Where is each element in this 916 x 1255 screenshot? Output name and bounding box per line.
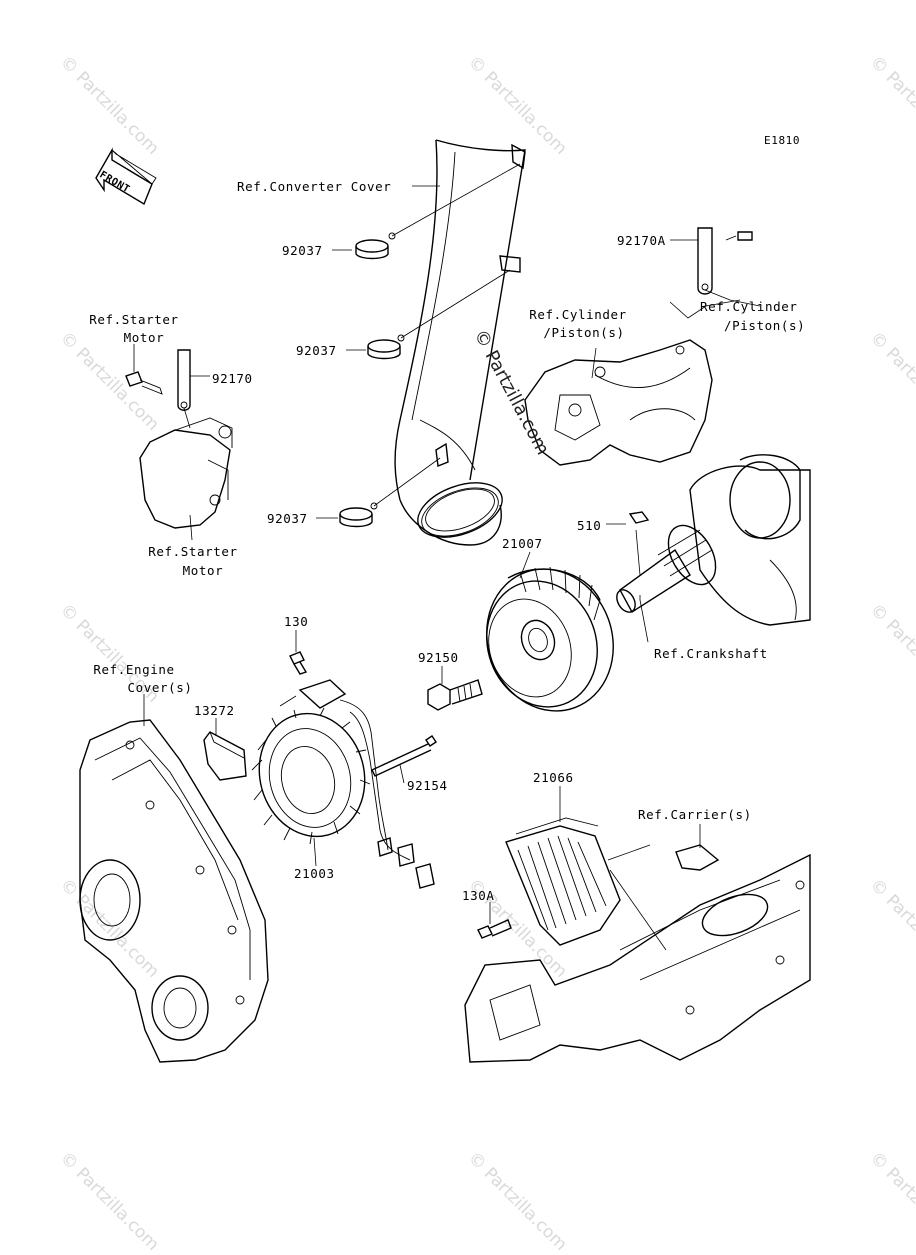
label-ref-cylinder-a-line2[interactable]: /Piston(s) (543, 325, 625, 340)
label-92037-c[interactable]: 92037 (267, 511, 308, 526)
converter-cover (394, 139, 526, 546)
regulator-21066 (505, 786, 621, 946)
label-ref-crankshaft[interactable]: Ref.Crankshaft (654, 646, 768, 661)
label-21003[interactable]: 21003 (294, 866, 335, 881)
bolt-92150 (427, 666, 483, 711)
rotor-21007 (486, 551, 614, 712)
leader-lines-top (316, 163, 521, 519)
bolt-130a (477, 902, 512, 939)
carrier-frame-ref (464, 824, 811, 1063)
label-21007[interactable]: 21007 (502, 536, 543, 551)
crankshaft-ref (606, 454, 811, 643)
label-92150[interactable]: 92150 (418, 650, 459, 665)
label-ref-starter-bot-line2[interactable]: Motor (182, 563, 224, 578)
starter-motor-ref (125, 344, 233, 541)
label-92037-a[interactable]: 92037 (282, 243, 323, 258)
label-ref-starter-top-line1[interactable]: Ref.Starter (89, 312, 179, 327)
diagram-drawing (79, 139, 811, 1063)
bolt-130 (289, 630, 308, 675)
stator-21003 (251, 679, 435, 889)
label-130a[interactable]: 130A (462, 888, 495, 903)
label-92170[interactable]: 92170 (212, 371, 253, 386)
diagram-code: E1810 (764, 134, 801, 147)
label-ref-carrier[interactable]: Ref.Carrier(s) (638, 807, 752, 822)
label-ref-starter-top-line2[interactable]: Motor (123, 330, 165, 345)
label-ref-cylinder-a-line1[interactable]: Ref.Cylinder (529, 307, 627, 322)
cylinder-piston-ref (524, 339, 713, 466)
label-510[interactable]: 510 (577, 518, 602, 533)
leader-cylinder (591, 289, 761, 379)
label-ref-cylinder-b-line2[interactable]: /Piston(s) (724, 318, 806, 333)
label-92170a[interactable]: 92170A (617, 233, 666, 248)
clamp-92037-c (339, 502, 378, 528)
parts-diagram: © Partzilla.com © Partzilla.com © Partzi… (56, 52, 916, 1255)
label-92037-b[interactable]: 92037 (296, 343, 337, 358)
bracket-13272 (203, 718, 247, 781)
label-ref-engine-cover-line2[interactable]: Cover(s) (127, 680, 193, 695)
clamp-92037-a (355, 232, 396, 260)
label-130[interactable]: 130 (284, 614, 309, 629)
label-ref-engine-cover-line1[interactable]: Ref.Engine (93, 662, 175, 677)
clamp-92037-b (367, 334, 405, 360)
label-ref-cylinder-b-line1[interactable]: Ref.Cylinder (700, 299, 798, 314)
label-92154[interactable]: 92154 (407, 778, 448, 793)
engine-cover-ref (79, 694, 269, 1063)
label-13272[interactable]: 13272 (194, 703, 235, 718)
label-ref-converter-cover[interactable]: Ref.Converter Cover (237, 179, 392, 194)
label-ref-starter-bot-line1[interactable]: Ref.Starter (148, 544, 238, 559)
front-arrow-icon (95, 147, 157, 206)
label-21066[interactable]: 21066 (533, 770, 574, 785)
strap-92170a (670, 227, 753, 295)
bolt-92154 (371, 735, 437, 784)
